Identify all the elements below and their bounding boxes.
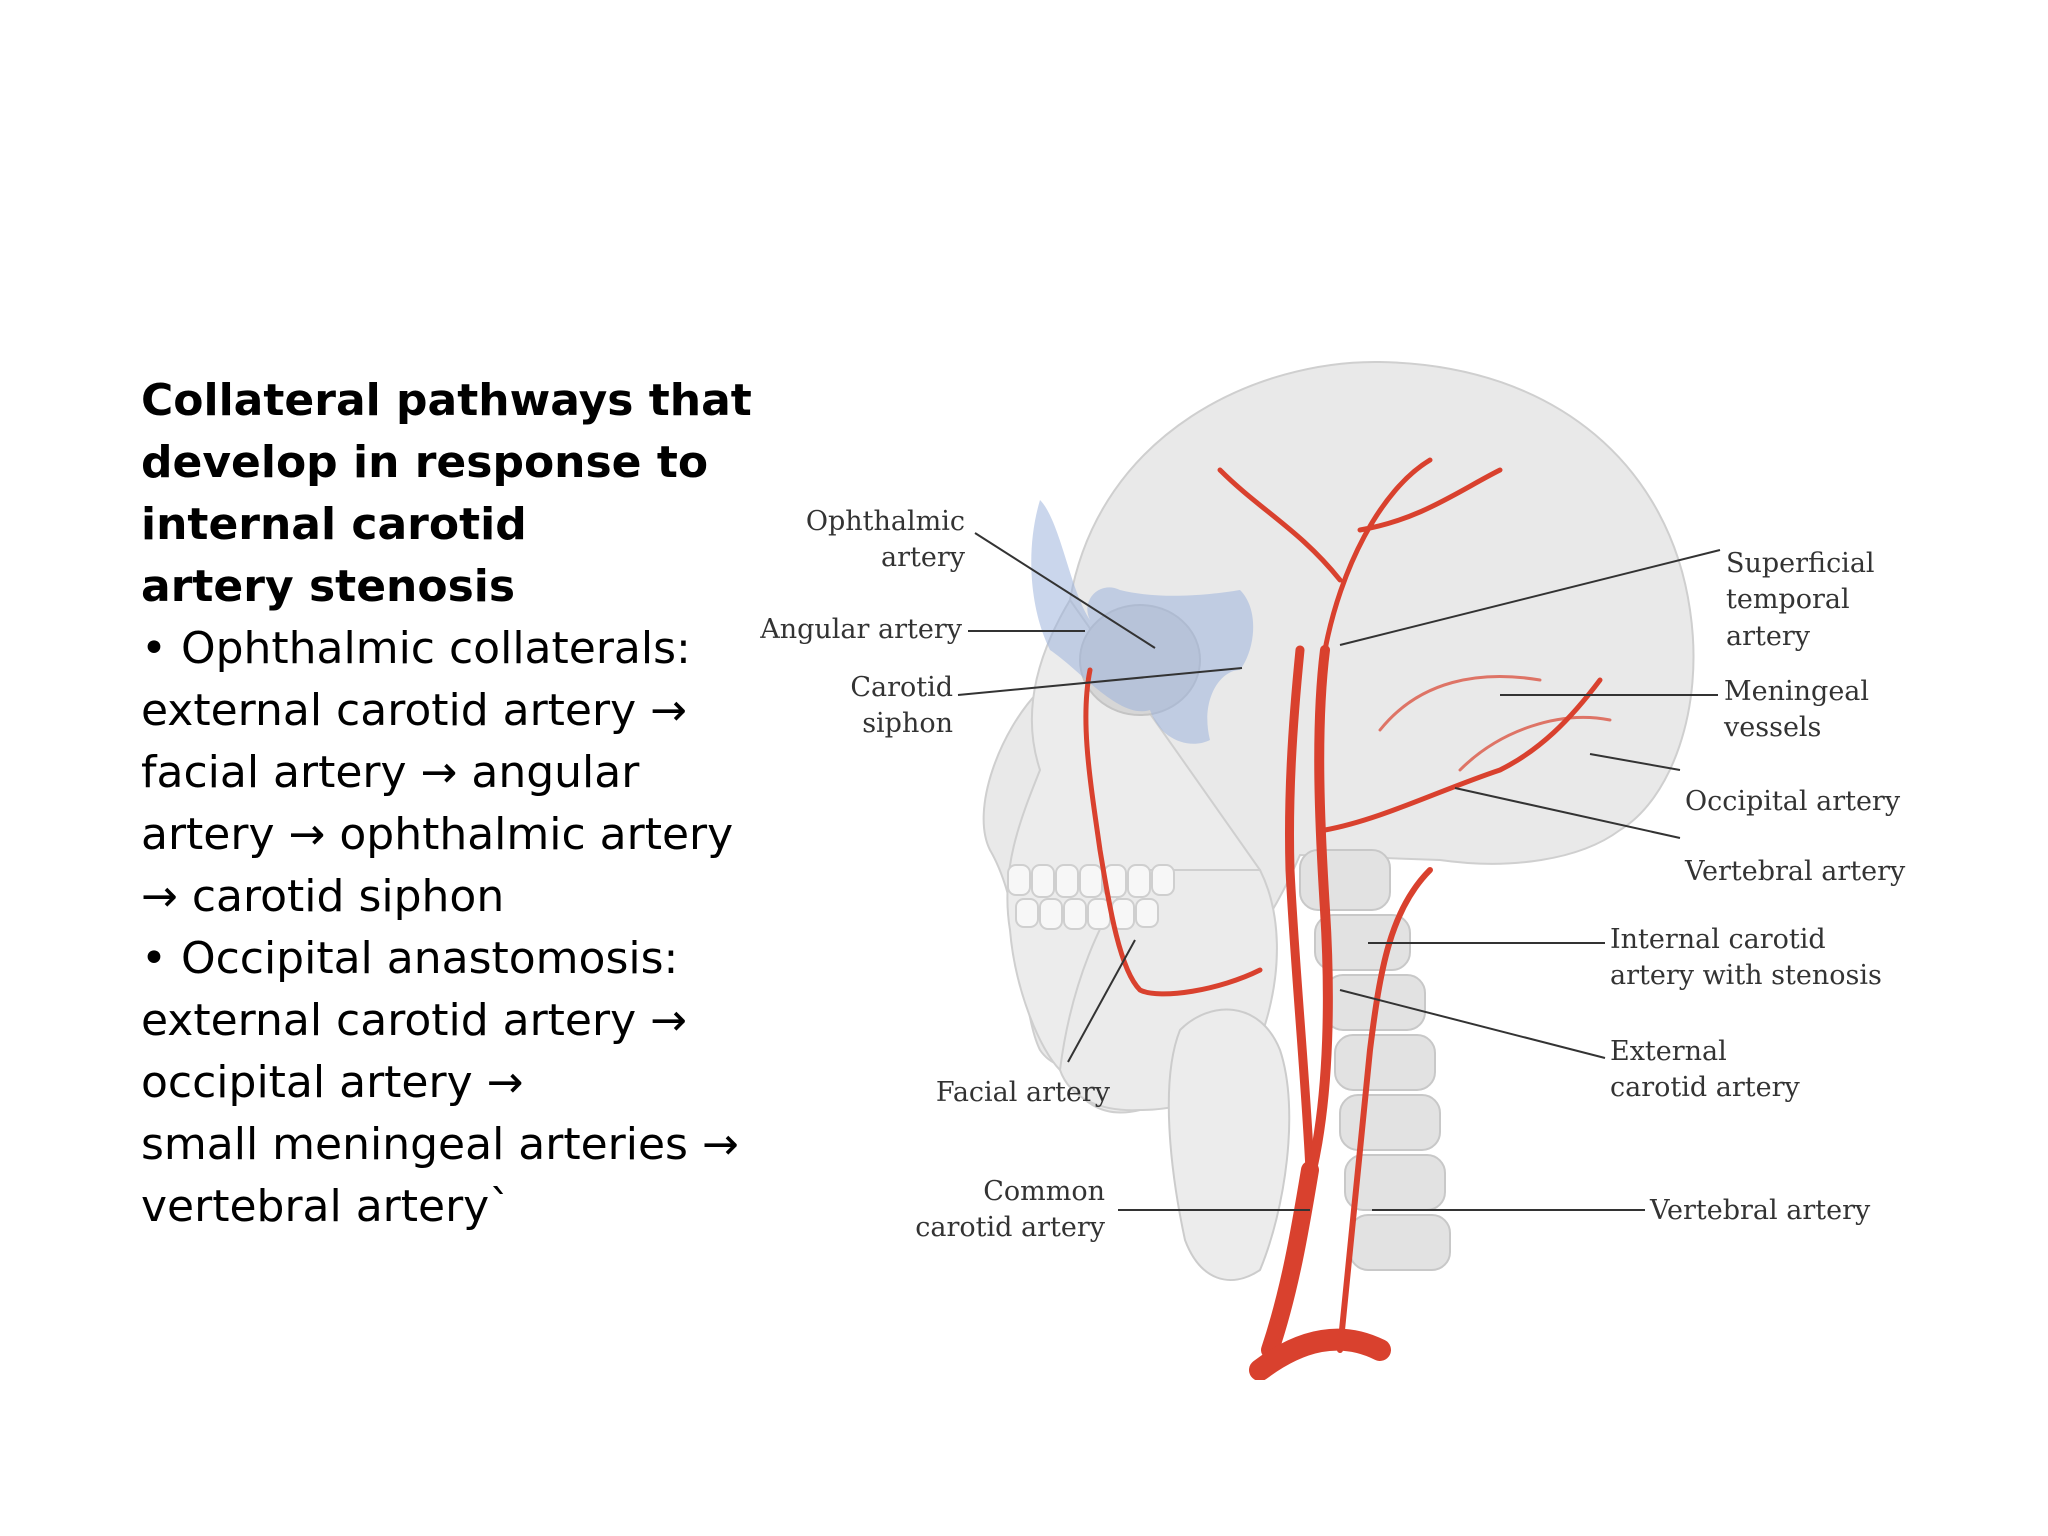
label-external-carotid: External [1610,1036,1727,1067]
body-line: external carotid artery → [141,685,687,736]
common-carotid-vessel [1261,1161,1319,1359]
facial-vessel [1083,667,1263,997]
label-superficial-temporal: artery [1726,621,1811,652]
body-line: • Ophthalmic collaterals: [141,623,691,674]
external-carotid-vessel [1307,645,1333,1175]
body-line: small meningeal arteries → [141,1119,739,1170]
slide-text: Collateral pathways that develop in resp… [141,370,752,1238]
body-line: external carotid artery → [141,995,687,1046]
larynx [1167,1008,1291,1281]
body-line: • Occipital anastomosis: [141,933,679,984]
label-vertebral-artery-upper: Vertebral artery [1684,856,1906,887]
label-common-carotid: carotid artery [915,1212,1105,1243]
heading-line: develop in response to [141,437,709,488]
vertebral-vessel [1337,867,1433,1353]
label-superficial-temporal: Superficial [1726,548,1875,579]
anatomy-illustration: Ophthalmic artery Angular artery Carotid… [740,350,1920,1380]
teeth [1007,864,1175,930]
label-carotid-siphon: siphon [862,708,953,739]
body-line: occipital artery → [141,1057,524,1108]
body-line: vertebral artery` [141,1181,512,1232]
label-vertebral-artery-lower: Vertebral artery [1649,1195,1871,1226]
diagram-labels: Ophthalmic artery Angular artery Carotid… [759,506,1906,1243]
label-internal-carotid-stenosis: Internal carotid [1610,924,1826,955]
label-ophthalmic-artery: Ophthalmic [806,506,965,537]
skull-arteries-diagram: Ophthalmic artery Angular artery Carotid… [759,360,1906,1380]
label-carotid-siphon: Carotid [850,672,953,703]
meningeal-vessel [1378,675,1612,772]
body-line: artery → ophthalmic artery [141,809,734,860]
slide-body: • Ophthalmic collaterals: external carot… [141,618,741,1238]
body-line: → carotid siphon [141,871,505,922]
heading-line: Collateral pathways that [141,375,752,426]
aortic-arch-vessel [1249,1328,1391,1380]
heading-line: artery stenosis [141,561,516,612]
leader-lines [957,532,1721,1211]
internal-carotid-vessel [1285,645,1315,1175]
label-meningeal-vessels: vessels [1723,712,1821,743]
heading-line: internal carotid [141,499,527,550]
arteries [1083,457,1612,1380]
superficial-temporal-vessel [1217,457,1503,653]
label-common-carotid: Common [983,1176,1105,1207]
label-angular-artery: Angular artery [759,614,963,645]
label-facial-artery: Facial artery [936,1077,1111,1108]
label-internal-carotid-stenosis: artery with stenosis [1610,960,1882,991]
slide-heading: Collateral pathways that develop in resp… [141,370,752,618]
label-external-carotid: carotid artery [1610,1072,1800,1103]
label-ophthalmic-artery: artery [881,542,966,573]
label-meningeal-vessels: Meningeal [1724,676,1869,707]
label-superficial-temporal: temporal [1726,584,1850,615]
sinus-shading [1031,500,1254,744]
body-line: facial artery → angular [141,747,640,798]
label-occipital-artery: Occipital artery [1685,786,1901,817]
